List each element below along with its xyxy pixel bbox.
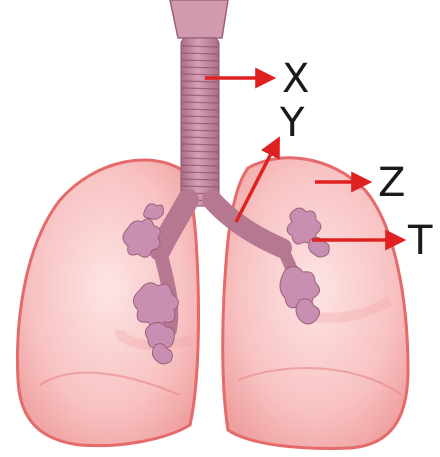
trachea <box>181 38 219 206</box>
label-t: T <box>407 218 433 264</box>
label-z: Z <box>378 160 405 206</box>
larynx <box>170 0 228 38</box>
label-x: X <box>282 56 309 102</box>
label-y: Y <box>279 100 305 146</box>
